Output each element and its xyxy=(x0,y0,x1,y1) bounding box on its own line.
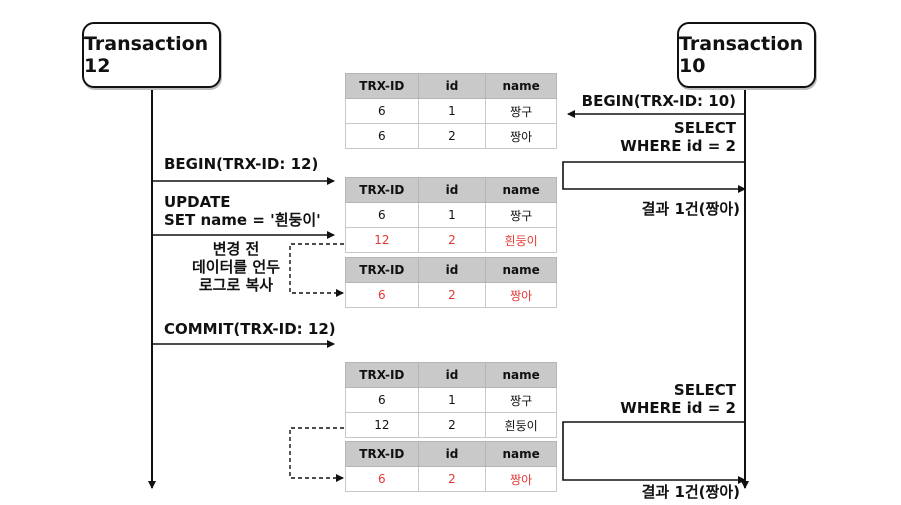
table-cell: 1 xyxy=(417,98,487,124)
table-cell: 2 xyxy=(417,227,487,253)
header-cell: name xyxy=(485,257,557,283)
record-table-committed: TRX-ID id name 6 1 짱구 12 2 흰둥이 xyxy=(345,362,557,438)
table-cell: 2 xyxy=(417,123,487,149)
update-label-line1: UPDATE xyxy=(164,193,231,211)
table-cell: 짱구 xyxy=(485,387,557,413)
undo-note-line1: 변경 전 xyxy=(212,240,260,258)
header-cell: name xyxy=(485,362,557,388)
table-row: 12 2 흰둥이 xyxy=(345,412,557,438)
table-cell: 짱아 xyxy=(485,282,557,308)
select2-label-line1: SELECT xyxy=(673,381,736,399)
header-cell: name xyxy=(485,441,557,467)
table-cell: 2 xyxy=(417,282,487,308)
table-cell: 6 xyxy=(345,202,419,228)
update-label-line2: SET name = '흰둥이' xyxy=(164,211,321,229)
table-header-row: TRX-ID id name xyxy=(345,257,557,283)
table-cell: 짱아 xyxy=(485,466,557,492)
header-cell: id xyxy=(417,73,487,99)
table-cell: 짱구 xyxy=(485,98,557,124)
select1-loop xyxy=(562,161,746,193)
table-header-row: TRX-ID id name xyxy=(345,441,557,467)
table-cell: 짱아 xyxy=(485,123,557,149)
table-row: 6 1 짱구 xyxy=(345,98,557,124)
undo-note-line3: 로그로 복사 xyxy=(198,276,274,294)
table-row-changed: 12 2 흰둥이 xyxy=(345,227,557,253)
table-cell: 6 xyxy=(345,123,419,149)
table-cell: 흰둥이 xyxy=(485,412,557,438)
result2-label: 결과 1건(짱아) xyxy=(641,483,740,501)
undo-copy-arrow-2 xyxy=(289,427,344,482)
transaction-10-box: Transaction 10 xyxy=(677,22,816,88)
select2-label-line2: WHERE id = 2 xyxy=(620,399,736,417)
undo-copy-arrow-1 xyxy=(289,243,344,297)
table-header-row: TRX-ID id name xyxy=(345,177,557,203)
undo-note-line2: 데이터를 언두 xyxy=(191,258,281,276)
select2-loop xyxy=(562,421,746,484)
select1-label-line2: WHERE id = 2 xyxy=(620,137,736,155)
table-row: 6 2 짱아 xyxy=(345,282,557,308)
table-row: 6 1 짱구 xyxy=(345,202,557,228)
header-cell: TRX-ID xyxy=(345,362,419,388)
header-cell: TRX-ID xyxy=(345,73,419,99)
table-row: 6 2 짱아 xyxy=(345,466,557,492)
begin12-label: BEGIN(TRX-ID: 12) xyxy=(164,155,319,173)
transaction-12-box: Transaction 12 xyxy=(82,22,221,88)
table-cell: 1 xyxy=(417,387,487,413)
commit12-label: COMMIT(TRX-ID: 12) xyxy=(164,320,336,338)
header-cell: id xyxy=(417,362,487,388)
select1-label-line1: SELECT xyxy=(673,119,736,137)
header-cell: name xyxy=(485,73,557,99)
header-cell: TRX-ID xyxy=(345,441,419,467)
header-cell: id xyxy=(417,441,487,467)
record-table-updated: TRX-ID id name 6 1 짱구 12 2 흰둥이 xyxy=(345,177,557,253)
table-cell: 짱구 xyxy=(485,202,557,228)
record-table-initial: TRX-ID id name 6 1 짱구 6 2 짱아 xyxy=(345,73,557,149)
header-cell: TRX-ID xyxy=(345,177,419,203)
result1-label: 결과 1건(짱아) xyxy=(641,200,740,218)
table-cell: 6 xyxy=(345,282,419,308)
table-cell: 6 xyxy=(345,466,419,492)
header-cell: name xyxy=(485,177,557,203)
table-cell: 6 xyxy=(345,387,419,413)
header-cell: id xyxy=(417,257,487,283)
table-header-row: TRX-ID id name xyxy=(345,362,557,388)
undo-log-table-after-commit: TRX-ID id name 6 2 짱아 xyxy=(345,441,557,492)
table-header-row: TRX-ID id name xyxy=(345,73,557,99)
undo-log-table: TRX-ID id name 6 2 짱아 xyxy=(345,257,557,308)
header-cell: TRX-ID xyxy=(345,257,419,283)
table-cell: 12 xyxy=(345,412,419,438)
header-cell: id xyxy=(417,177,487,203)
table-cell: 2 xyxy=(417,466,487,492)
begin10-label: BEGIN(TRX-ID: 10) xyxy=(581,92,736,110)
table-cell: 흰둥이 xyxy=(485,227,557,253)
table-row: 6 2 짱아 xyxy=(345,123,557,149)
table-row: 6 1 짱구 xyxy=(345,387,557,413)
table-cell: 6 xyxy=(345,98,419,124)
table-cell: 12 xyxy=(345,227,419,253)
table-cell: 2 xyxy=(417,412,487,438)
table-cell: 1 xyxy=(417,202,487,228)
